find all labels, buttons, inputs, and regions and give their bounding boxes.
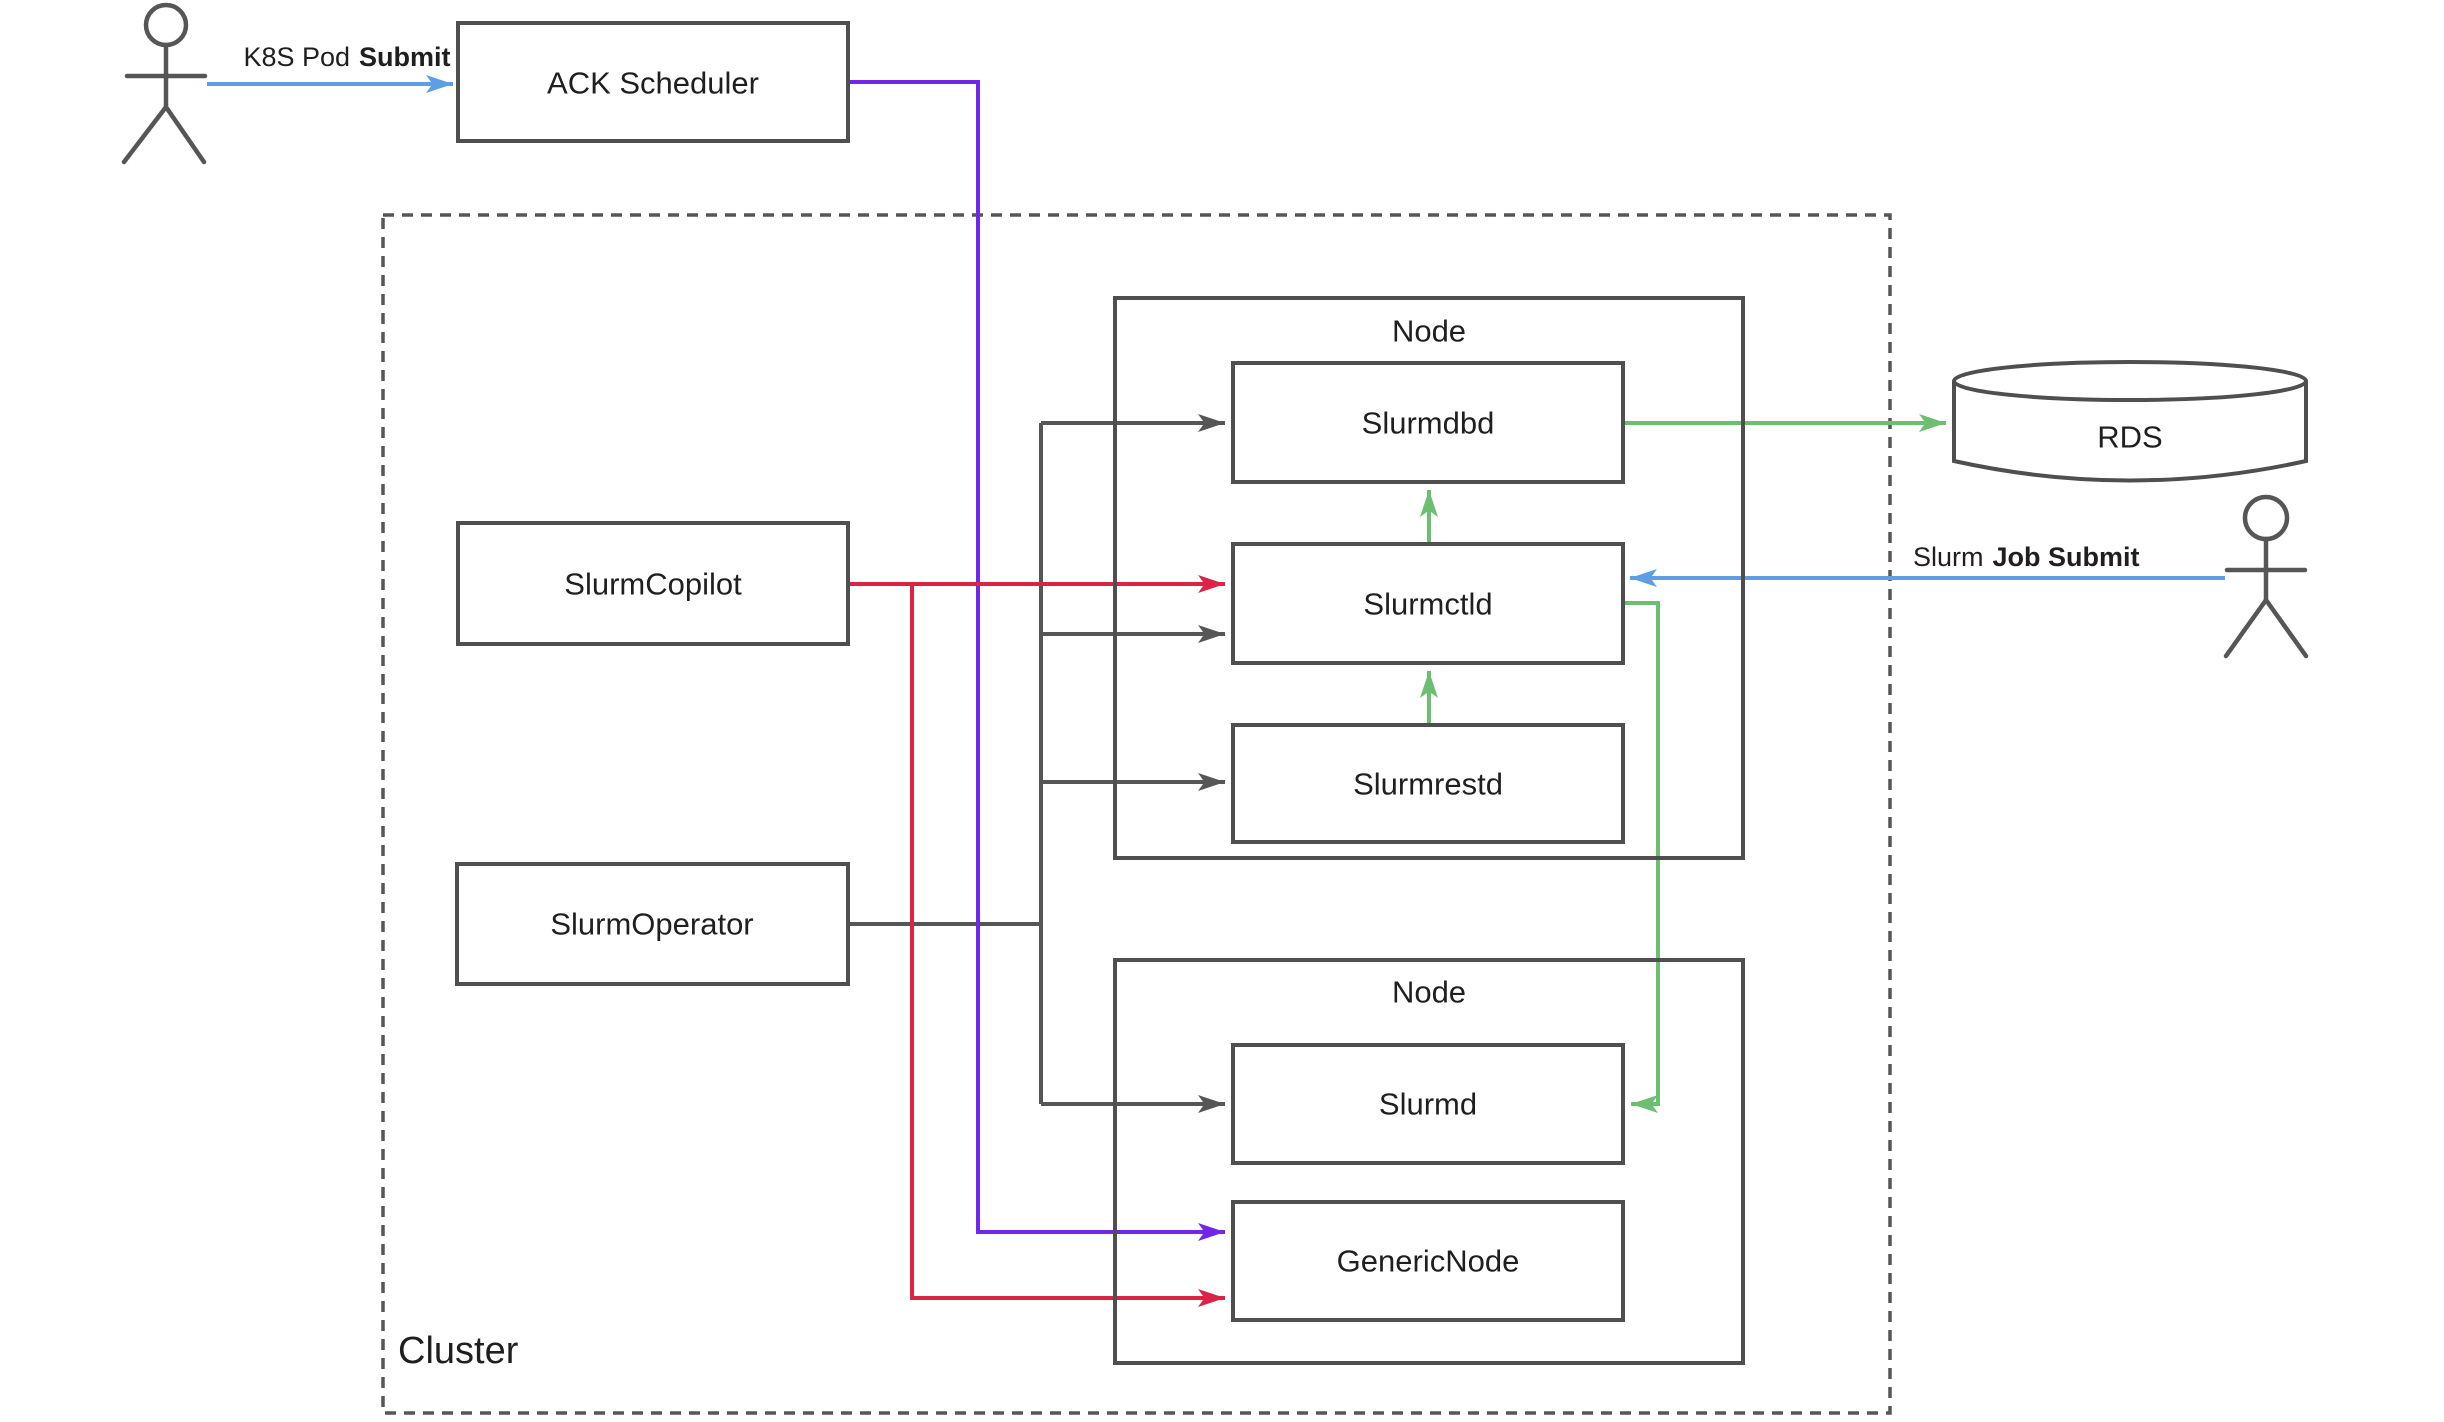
slurmrestd-label: Slurmrestd bbox=[1353, 767, 1503, 802]
generic-node-box bbox=[1231, 1200, 1625, 1322]
slurmdbd-box bbox=[1231, 361, 1625, 484]
slurm-copilot-box bbox=[456, 521, 850, 646]
slurmctld-node: Slurmctld bbox=[1231, 542, 1625, 665]
slurmrestd-box bbox=[1231, 723, 1625, 844]
slurm-job-submit-label-regular: Slurm bbox=[1913, 542, 1984, 572]
slurmctld-box bbox=[1231, 542, 1625, 665]
copilot-to-genericnode-arrow bbox=[910, 584, 1225, 1307]
slurm-user-actor-icon bbox=[2223, 494, 2309, 659]
generic-node-label: GenericNode bbox=[1337, 1244, 1520, 1279]
rds-cylinder-top bbox=[1952, 360, 2308, 402]
node-group-bottom: Node bbox=[1113, 958, 1745, 1365]
rds-database: RDS bbox=[1952, 360, 2308, 483]
slurm-copilot-label: SlurmCopilot bbox=[564, 567, 742, 602]
slurm-operator-box bbox=[455, 862, 850, 986]
slurm-copilot-node: SlurmCopilot bbox=[456, 521, 850, 646]
rds-label: RDS bbox=[2097, 420, 2162, 455]
slurm-operator-node: SlurmOperator bbox=[455, 862, 850, 986]
slurmd-node: Slurmd bbox=[1231, 1043, 1625, 1165]
generic-node: GenericNode bbox=[1231, 1200, 1625, 1322]
slurmctld-label: Slurmctld bbox=[1363, 587, 1492, 622]
slurm-job-submit-label: Slurm Job Submit bbox=[1913, 542, 2140, 572]
k8s-pod-submit-label: K8S Pod Submit bbox=[243, 42, 450, 72]
rds-cylinder-body bbox=[1952, 381, 2308, 483]
slurm-operator-label: SlurmOperator bbox=[550, 907, 753, 942]
slurm-job-submit-label-bold: Job Submit bbox=[1993, 542, 2140, 572]
slurmdbd-label: Slurmdbd bbox=[1362, 406, 1495, 441]
k8s-user-actor-icon bbox=[121, 2, 208, 165]
node-group-bottom-label: Node bbox=[1392, 975, 1466, 1010]
cluster-label: Cluster bbox=[398, 1330, 519, 1372]
ack-scheduler-node: ACK Scheduler bbox=[456, 21, 850, 143]
slurmd-box bbox=[1231, 1043, 1625, 1165]
ack-to-genericnode-arrow bbox=[848, 80, 1225, 1241]
cluster-boundary bbox=[381, 213, 1892, 1415]
node-group-bottom-box bbox=[1113, 958, 1745, 1365]
slurmdbd-node: Slurmdbd bbox=[1231, 361, 1625, 484]
slurmctld-to-slurmd-arrow bbox=[1623, 601, 1660, 1113]
node-group-top-label: Node bbox=[1392, 314, 1466, 349]
ack-scheduler-box bbox=[456, 21, 850, 143]
node-group-top: Node bbox=[1113, 296, 1745, 860]
node-group-top-box bbox=[1113, 296, 1745, 860]
ack-scheduler-label: ACK Scheduler bbox=[547, 66, 759, 101]
k8s-pod-submit-label-regular: K8S Pod bbox=[243, 42, 350, 72]
slurmd-label: Slurmd bbox=[1379, 1087, 1477, 1122]
slurmrestd-node: Slurmrestd bbox=[1231, 723, 1625, 844]
k8s-pod-submit-label-bold: Submit bbox=[359, 42, 451, 72]
